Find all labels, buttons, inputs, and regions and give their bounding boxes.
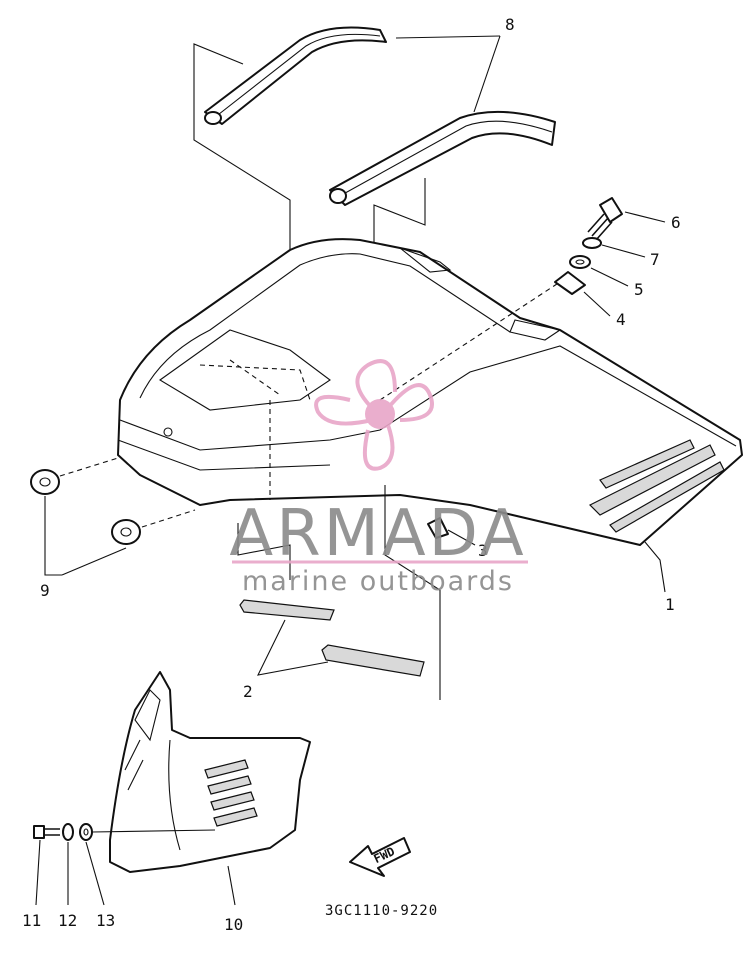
washer-part-12 xyxy=(62,823,74,841)
alignment-frame-left xyxy=(193,43,291,295)
washer-part-7 xyxy=(582,237,602,249)
nut-part-13 xyxy=(79,823,93,841)
leader-5 xyxy=(590,267,629,287)
alignment-frame-foam-right xyxy=(384,485,441,700)
callout-7: 7 xyxy=(650,250,660,269)
leader-8b xyxy=(473,35,501,113)
leader-6 xyxy=(624,211,666,223)
foam-strip-upper xyxy=(239,599,335,621)
leader-13 xyxy=(85,841,105,906)
armada-watermark: ARMADA marine outboards xyxy=(229,359,528,597)
callout-4: 4 xyxy=(616,310,626,329)
leader-hardware-to-apron xyxy=(91,829,216,833)
foam-strip-lower xyxy=(321,644,425,677)
propeller-icon xyxy=(314,359,434,471)
guide-9-upper xyxy=(59,457,119,477)
leader-7 xyxy=(601,244,646,258)
fwd-arrow-icon: FWD xyxy=(349,837,411,877)
grommet-part-5 xyxy=(569,255,591,269)
guide-9-lower xyxy=(141,509,196,528)
seal-strip-upper-left xyxy=(204,26,387,125)
grommet-9-upper xyxy=(30,469,60,495)
drawing-number: 3GC1110-9220 xyxy=(325,903,438,919)
leader-9b xyxy=(61,547,127,576)
watermark-tagline: marine outboards xyxy=(242,566,514,597)
callout-13: 13 xyxy=(96,911,115,930)
callout-8: 8 xyxy=(505,15,515,34)
leader-4 xyxy=(583,291,611,317)
plate-part-4 xyxy=(554,271,586,295)
leader-2 xyxy=(257,619,329,676)
grommet-9-lower xyxy=(111,519,141,545)
leader-9a xyxy=(44,496,62,576)
screw-part-6 xyxy=(587,197,623,241)
leader-1 xyxy=(644,541,666,593)
callout-5: 5 xyxy=(634,280,644,299)
leader-10 xyxy=(227,865,236,906)
front-apron xyxy=(109,671,311,873)
seal-strip-upper-right xyxy=(329,110,556,206)
bolt-part-11 xyxy=(33,825,60,839)
clip-part-3 xyxy=(427,517,476,546)
callout-9: 9 xyxy=(40,581,50,600)
callout-12: 12 xyxy=(58,911,77,930)
callout-1: 1 xyxy=(665,595,675,614)
watermark-brand: ARMADA xyxy=(229,497,526,571)
leader-11 xyxy=(35,839,41,906)
callout-6: 6 xyxy=(671,213,681,232)
callout-10: 10 xyxy=(224,915,243,934)
callout-2: 2 xyxy=(243,682,253,701)
leader-8a xyxy=(395,35,501,39)
callout-11: 11 xyxy=(22,911,41,930)
callout-3: 3 xyxy=(478,541,488,560)
